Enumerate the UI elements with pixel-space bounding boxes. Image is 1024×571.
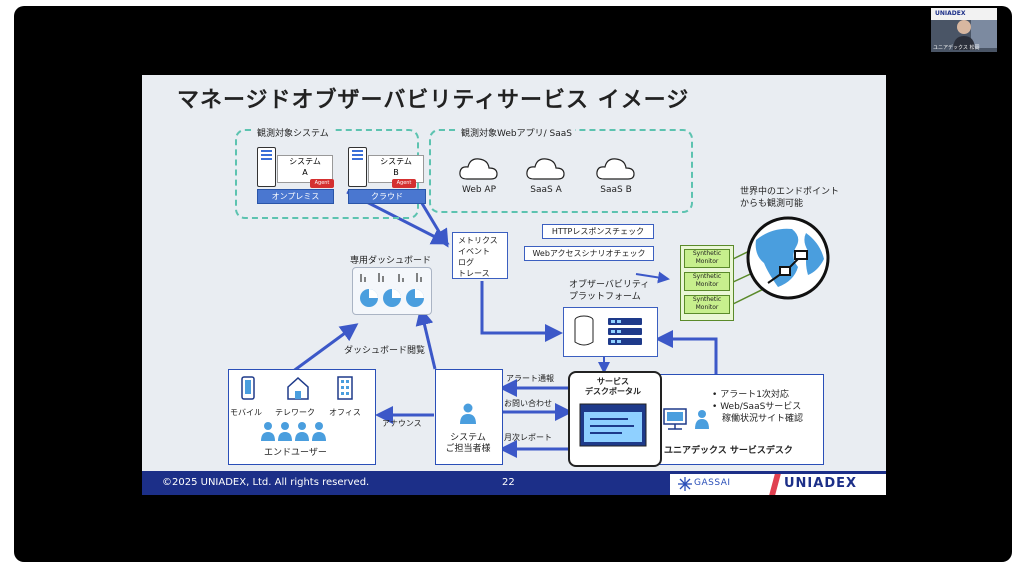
- speaker-name: ユニアデックス 松岡: [933, 45, 980, 51]
- uniadex-logo: UNIADEX: [784, 476, 858, 491]
- alert-label: アラート通報: [506, 374, 554, 383]
- dashboard-view-label: ダッシュボード閲覧: [344, 346, 426, 356]
- dashboard-chart-icon: [360, 273, 424, 307]
- telemetry-events: イベント: [458, 247, 490, 256]
- copyright-text: ©2025 UNIADEX, Ltd. All rights reserved.: [162, 477, 370, 488]
- cloud-label-saasa: SaaS A: [530, 185, 562, 195]
- synthetic-monitor-2: Synthetic Monitor: [684, 272, 730, 291]
- system-b-line2: B: [393, 168, 399, 177]
- cloud-icon: [459, 158, 498, 180]
- operator-icon: [695, 410, 709, 429]
- service-desk-name: ユニアデックス サービスデスク: [664, 446, 793, 456]
- inquiry-label: お問い合わせ: [504, 399, 552, 408]
- platform-label-line2: プラットフォーム: [569, 292, 641, 302]
- portal-label-line2: デスクポータル: [585, 387, 641, 396]
- system-b-box: システム B: [368, 155, 424, 183]
- arrow-telemetry-platform: [480, 281, 563, 342]
- end-user-label: エンドユーザー: [264, 448, 327, 458]
- agent-a-badge: Agent: [310, 179, 334, 188]
- slide-title: マネージドオブザーバビリティサービス イメージ: [177, 88, 690, 113]
- platform-label-line1: オブザーバビリティ: [569, 280, 650, 290]
- contact-label-line2: ご担当者様: [445, 444, 491, 454]
- sd-item-1-text: アラート1次対応: [720, 390, 789, 400]
- endpoint-note-line1: 世界中のエンドポイント: [740, 187, 840, 197]
- portal-label-line1: サービス: [597, 377, 629, 386]
- sd-item-3-text: 稼働状況サイト確認: [722, 414, 804, 424]
- service-desk-items: • アラート1次対応 • Web/SaaSサービス 稼働状況サイト確認: [712, 389, 803, 425]
- system-a-line1: システム: [289, 157, 321, 166]
- server-icon: [348, 147, 367, 187]
- video-background: [971, 20, 997, 48]
- sd-item-1: • アラート1次対応: [712, 389, 803, 401]
- sd-item-2-text: Web/SaaSサービス: [720, 402, 802, 412]
- page-number: 22: [502, 477, 515, 488]
- telemetry-traces: トレース: [458, 269, 490, 278]
- arrow-checks-synthetic: [635, 271, 670, 284]
- gassai-logo-icon: [678, 477, 692, 491]
- cloud-icon: [526, 158, 565, 180]
- dashboard-label: 専用ダッシュボード: [350, 256, 432, 266]
- cloud-icon: [596, 158, 635, 180]
- contact-label: システム ご担当者様: [440, 433, 496, 455]
- system-a-line2: A: [302, 168, 308, 177]
- gassai-logo: GASSAI: [694, 478, 731, 488]
- user-icons: [261, 422, 326, 441]
- report-label: 月次レポート: [504, 433, 552, 442]
- telemetry-logs: ログ: [458, 258, 474, 267]
- endpoint-note: 世界中のエンドポイント からも観測可能: [740, 186, 839, 210]
- sd-bullet-2: •: [712, 402, 718, 412]
- contact-label-line1: システム: [450, 433, 486, 443]
- globe-icon: [746, 216, 830, 300]
- http-response-check: HTTPレスポンスチェック: [542, 224, 654, 239]
- database-icon: [574, 315, 642, 346]
- cloud-tag: クラウド: [348, 189, 426, 204]
- observed-systems-label: 観測対象システム: [254, 126, 332, 139]
- system-a-box: システム A: [277, 155, 333, 183]
- presenter-avatar: [953, 20, 975, 50]
- synthetic-monitor-1: Synthetic Monitor: [684, 249, 730, 268]
- telemetry-metrics: メトリクス: [458, 236, 498, 245]
- platform-box: [563, 307, 658, 357]
- office-label: オフィス: [329, 408, 361, 417]
- sd-item-2: • Web/SaaSサービス: [712, 401, 803, 413]
- slide: マネージドオブザーバビリティサービス イメージ: [142, 75, 886, 495]
- server-icon: [257, 147, 276, 187]
- synthetic-monitor-3: Synthetic Monitor: [684, 295, 730, 314]
- telemetry-box: メトリクス イベント ログ トレース: [452, 232, 508, 279]
- endpoint-note-line2: からも観測可能: [740, 199, 804, 209]
- video-brand-bar: [931, 8, 997, 20]
- observed-web-label: 観測対象Webアプリ/ SaaS: [458, 126, 575, 139]
- cloud-label-webap: Web AP: [461, 185, 497, 195]
- portal-window-icon: [579, 403, 647, 447]
- arrow-contact-dashboard: [415, 307, 437, 370]
- mobile-label: モバイル: [230, 408, 262, 417]
- sd-bullet-1: •: [712, 390, 718, 400]
- portal-label: サービス デスクポータル: [572, 377, 654, 397]
- dashboard-visual: [352, 267, 432, 315]
- agent-b-badge: Agent: [392, 179, 416, 188]
- footer-logo-area: [670, 474, 886, 495]
- announce-label: アナウンス: [382, 419, 422, 428]
- telework-label: テレワーク: [275, 408, 315, 417]
- onprem-tag: オンプレミス: [257, 189, 334, 204]
- platform-label: オブザーバビリティ プラットフォーム: [569, 279, 649, 303]
- desk-computer-icon: [663, 408, 687, 430]
- video-brand: UNIADEX: [935, 10, 966, 17]
- endpoint-icons: [241, 376, 353, 400]
- cloud-label-saasb: SaaS B: [600, 185, 632, 195]
- person-icon: [460, 403, 476, 424]
- arrow-users-dashboard: [291, 323, 359, 374]
- system-b-line1: システム: [380, 157, 412, 166]
- web-access-scenario-check: Webアクセスシナリオチェック: [524, 246, 654, 261]
- presenter-video[interactable]: UNIADEX ユニアデックス 松岡: [931, 8, 997, 52]
